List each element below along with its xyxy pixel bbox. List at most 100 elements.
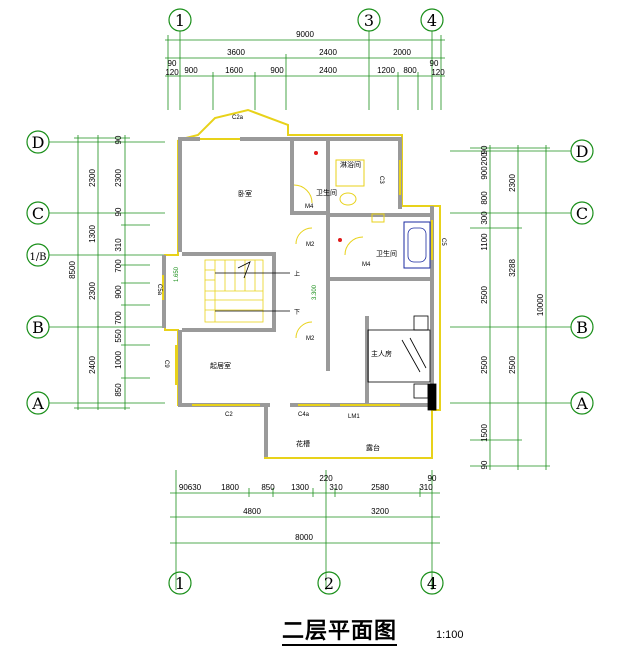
axis-bottom-1: 1 bbox=[175, 574, 185, 593]
axis-top-4: 4 bbox=[427, 11, 437, 30]
tag-m2-b: M2 bbox=[306, 336, 315, 342]
dim-right-b-90: 90 bbox=[480, 145, 489, 154]
dim-right-b-300: 300 bbox=[480, 211, 489, 225]
room-living: 起居室 bbox=[210, 361, 231, 370]
dim-bot-4800: 4800 bbox=[243, 507, 261, 516]
right-dimensions bbox=[470, 145, 550, 470]
axis-top-3: 3 bbox=[364, 11, 374, 30]
dim-top-3600: 3600 bbox=[227, 48, 245, 57]
room-shower: 淋浴间 bbox=[340, 160, 361, 169]
tag-m4-a: M4 bbox=[305, 204, 314, 210]
dim-left-b-90b: 90 bbox=[114, 207, 123, 216]
dim-bot-310a: 310 bbox=[329, 483, 343, 492]
dim-top-1200: 1200 bbox=[377, 66, 395, 75]
drawing-title: 二层平面图 bbox=[282, 618, 398, 646]
dim-right-total: 10000 bbox=[536, 293, 545, 316]
dim-bot-8000: 8000 bbox=[295, 533, 313, 542]
dim-left-b-700b: 700 bbox=[114, 311, 123, 325]
dim-left-b-850: 850 bbox=[114, 383, 123, 397]
axis-left-B: B bbox=[32, 318, 44, 337]
tag-c2a: C2a bbox=[232, 115, 244, 121]
dim-right-2300: 2300 bbox=[508, 174, 517, 192]
stair-down: 下 bbox=[294, 309, 300, 316]
dim-right-b-1500: 1500 bbox=[480, 424, 489, 442]
dim-left-b-550: 550 bbox=[114, 329, 123, 343]
room-bath-2: 卫生间 bbox=[376, 249, 397, 258]
dim-right-b-2500b: 2500 bbox=[480, 356, 489, 374]
dim-left-b-310: 310 bbox=[114, 238, 123, 252]
dim-bot-1300: 1300 bbox=[291, 483, 309, 492]
axis-right-B: B bbox=[576, 318, 588, 337]
top-axis-bubbles: 1 3 4 bbox=[168, 8, 444, 110]
bottom-dimension-texts: 90630 1800 850 1300 220 310 2580 310 90 … bbox=[179, 474, 437, 542]
dim-right-b-2500a: 2500 bbox=[480, 286, 489, 304]
room-labels: 卧室 淋浴间 卫生间 卫生间 起居室 主人房 花槽 露台 bbox=[210, 160, 397, 452]
bottom-dimensions bbox=[170, 470, 440, 590]
dim-left-b-2300: 2300 bbox=[114, 169, 123, 187]
tag-c3: C3 bbox=[378, 176, 384, 184]
dim-bot-2580: 2580 bbox=[371, 483, 389, 492]
dim-left-b-1000: 1000 bbox=[114, 351, 123, 369]
stair-up: 上 bbox=[294, 270, 300, 278]
room-terrace: 露台 bbox=[366, 443, 380, 452]
level-3300: 3.300 bbox=[312, 284, 318, 300]
drawing-scale: 1:100 bbox=[436, 629, 464, 641]
dim-left-b-700a: 700 bbox=[114, 259, 123, 273]
dim-top-2400: 2400 bbox=[319, 48, 337, 57]
dim-top-800: 800 bbox=[403, 66, 417, 75]
dim-top-2400b: 2400 bbox=[319, 66, 337, 75]
dim-left-1300: 1300 bbox=[88, 225, 97, 243]
left-dimension-texts: 8500 2300 1300 2300 2400 90 2300 90 310 … bbox=[68, 135, 123, 397]
dim-left-b-90: 90 bbox=[114, 135, 123, 144]
dim-top-900a: 900 bbox=[184, 66, 198, 75]
left-axis-bubbles: D C 1/B B A bbox=[26, 130, 165, 415]
dim-top-2000: 2000 bbox=[393, 48, 411, 57]
dim-right-b-1100: 1100 bbox=[480, 233, 489, 251]
tag-c9: C9 bbox=[163, 360, 169, 368]
dim-right-2500: 2500 bbox=[508, 356, 517, 374]
tag-c2: C2 bbox=[225, 412, 233, 418]
axis-left-C: C bbox=[32, 204, 44, 223]
top-dimension-texts: 9000 3600 2400 2000 900 1600 900 2400 12… bbox=[165, 30, 445, 77]
dim-top-1600: 1600 bbox=[225, 66, 243, 75]
axis-left-D: D bbox=[32, 133, 45, 152]
axis-left-1B: 1/B bbox=[29, 252, 46, 263]
level-1650: 1.650 bbox=[174, 266, 180, 282]
bathroom-fixtures bbox=[314, 151, 431, 269]
room-bedroom-1: 卧室 bbox=[238, 189, 252, 198]
tag-c5a: C5a bbox=[156, 284, 162, 296]
axis-right-A: A bbox=[575, 394, 588, 413]
staircase bbox=[204, 259, 290, 323]
dim-top-total: 9000 bbox=[296, 30, 314, 39]
tag-lm1: LM1 bbox=[348, 414, 360, 420]
dim-left-b-900: 900 bbox=[114, 285, 123, 299]
dim-top-900b: 900 bbox=[270, 66, 284, 75]
dim-right-b-800: 800 bbox=[480, 191, 489, 205]
dim-right-3288: 3288 bbox=[508, 259, 517, 277]
dim-top-edge-90: 90 bbox=[168, 59, 177, 68]
bottom-axis-bubbles: 1 2 4 bbox=[168, 571, 444, 595]
tag-m2-a: M2 bbox=[306, 242, 315, 248]
dim-bot-1800: 1800 bbox=[221, 483, 239, 492]
dim-top-edge-right-90: 90 bbox=[430, 59, 439, 68]
dim-top-edge-120: 120 bbox=[165, 68, 179, 77]
tag-c5: C5 bbox=[440, 238, 446, 246]
dim-top-edge-right-120: 120 bbox=[431, 68, 445, 77]
dim-left-2300b: 2300 bbox=[88, 282, 97, 300]
left-dimensions bbox=[74, 135, 150, 410]
axis-bottom-4: 4 bbox=[427, 574, 437, 593]
dim-left-2300a: 2300 bbox=[88, 169, 97, 187]
room-bath-1: 卫生间 bbox=[316, 188, 337, 197]
axis-bottom-2: 2 bbox=[324, 574, 334, 593]
axis-right-D: D bbox=[576, 142, 589, 161]
tag-m4-b: M4 bbox=[362, 262, 371, 268]
tag-c4a: C4a bbox=[298, 412, 310, 418]
dim-bot-220: 220 bbox=[319, 474, 333, 483]
axis-top-1: 1 bbox=[175, 11, 185, 30]
room-master: 主人房 bbox=[371, 349, 392, 358]
dim-bot-90: 90 bbox=[428, 474, 437, 483]
right-dimension-texts: 10000 2300 3288 2500 90 200 900 800 300 … bbox=[480, 145, 545, 469]
dim-right-b-200: 200 bbox=[480, 152, 489, 166]
axis-left-A: A bbox=[31, 394, 44, 413]
